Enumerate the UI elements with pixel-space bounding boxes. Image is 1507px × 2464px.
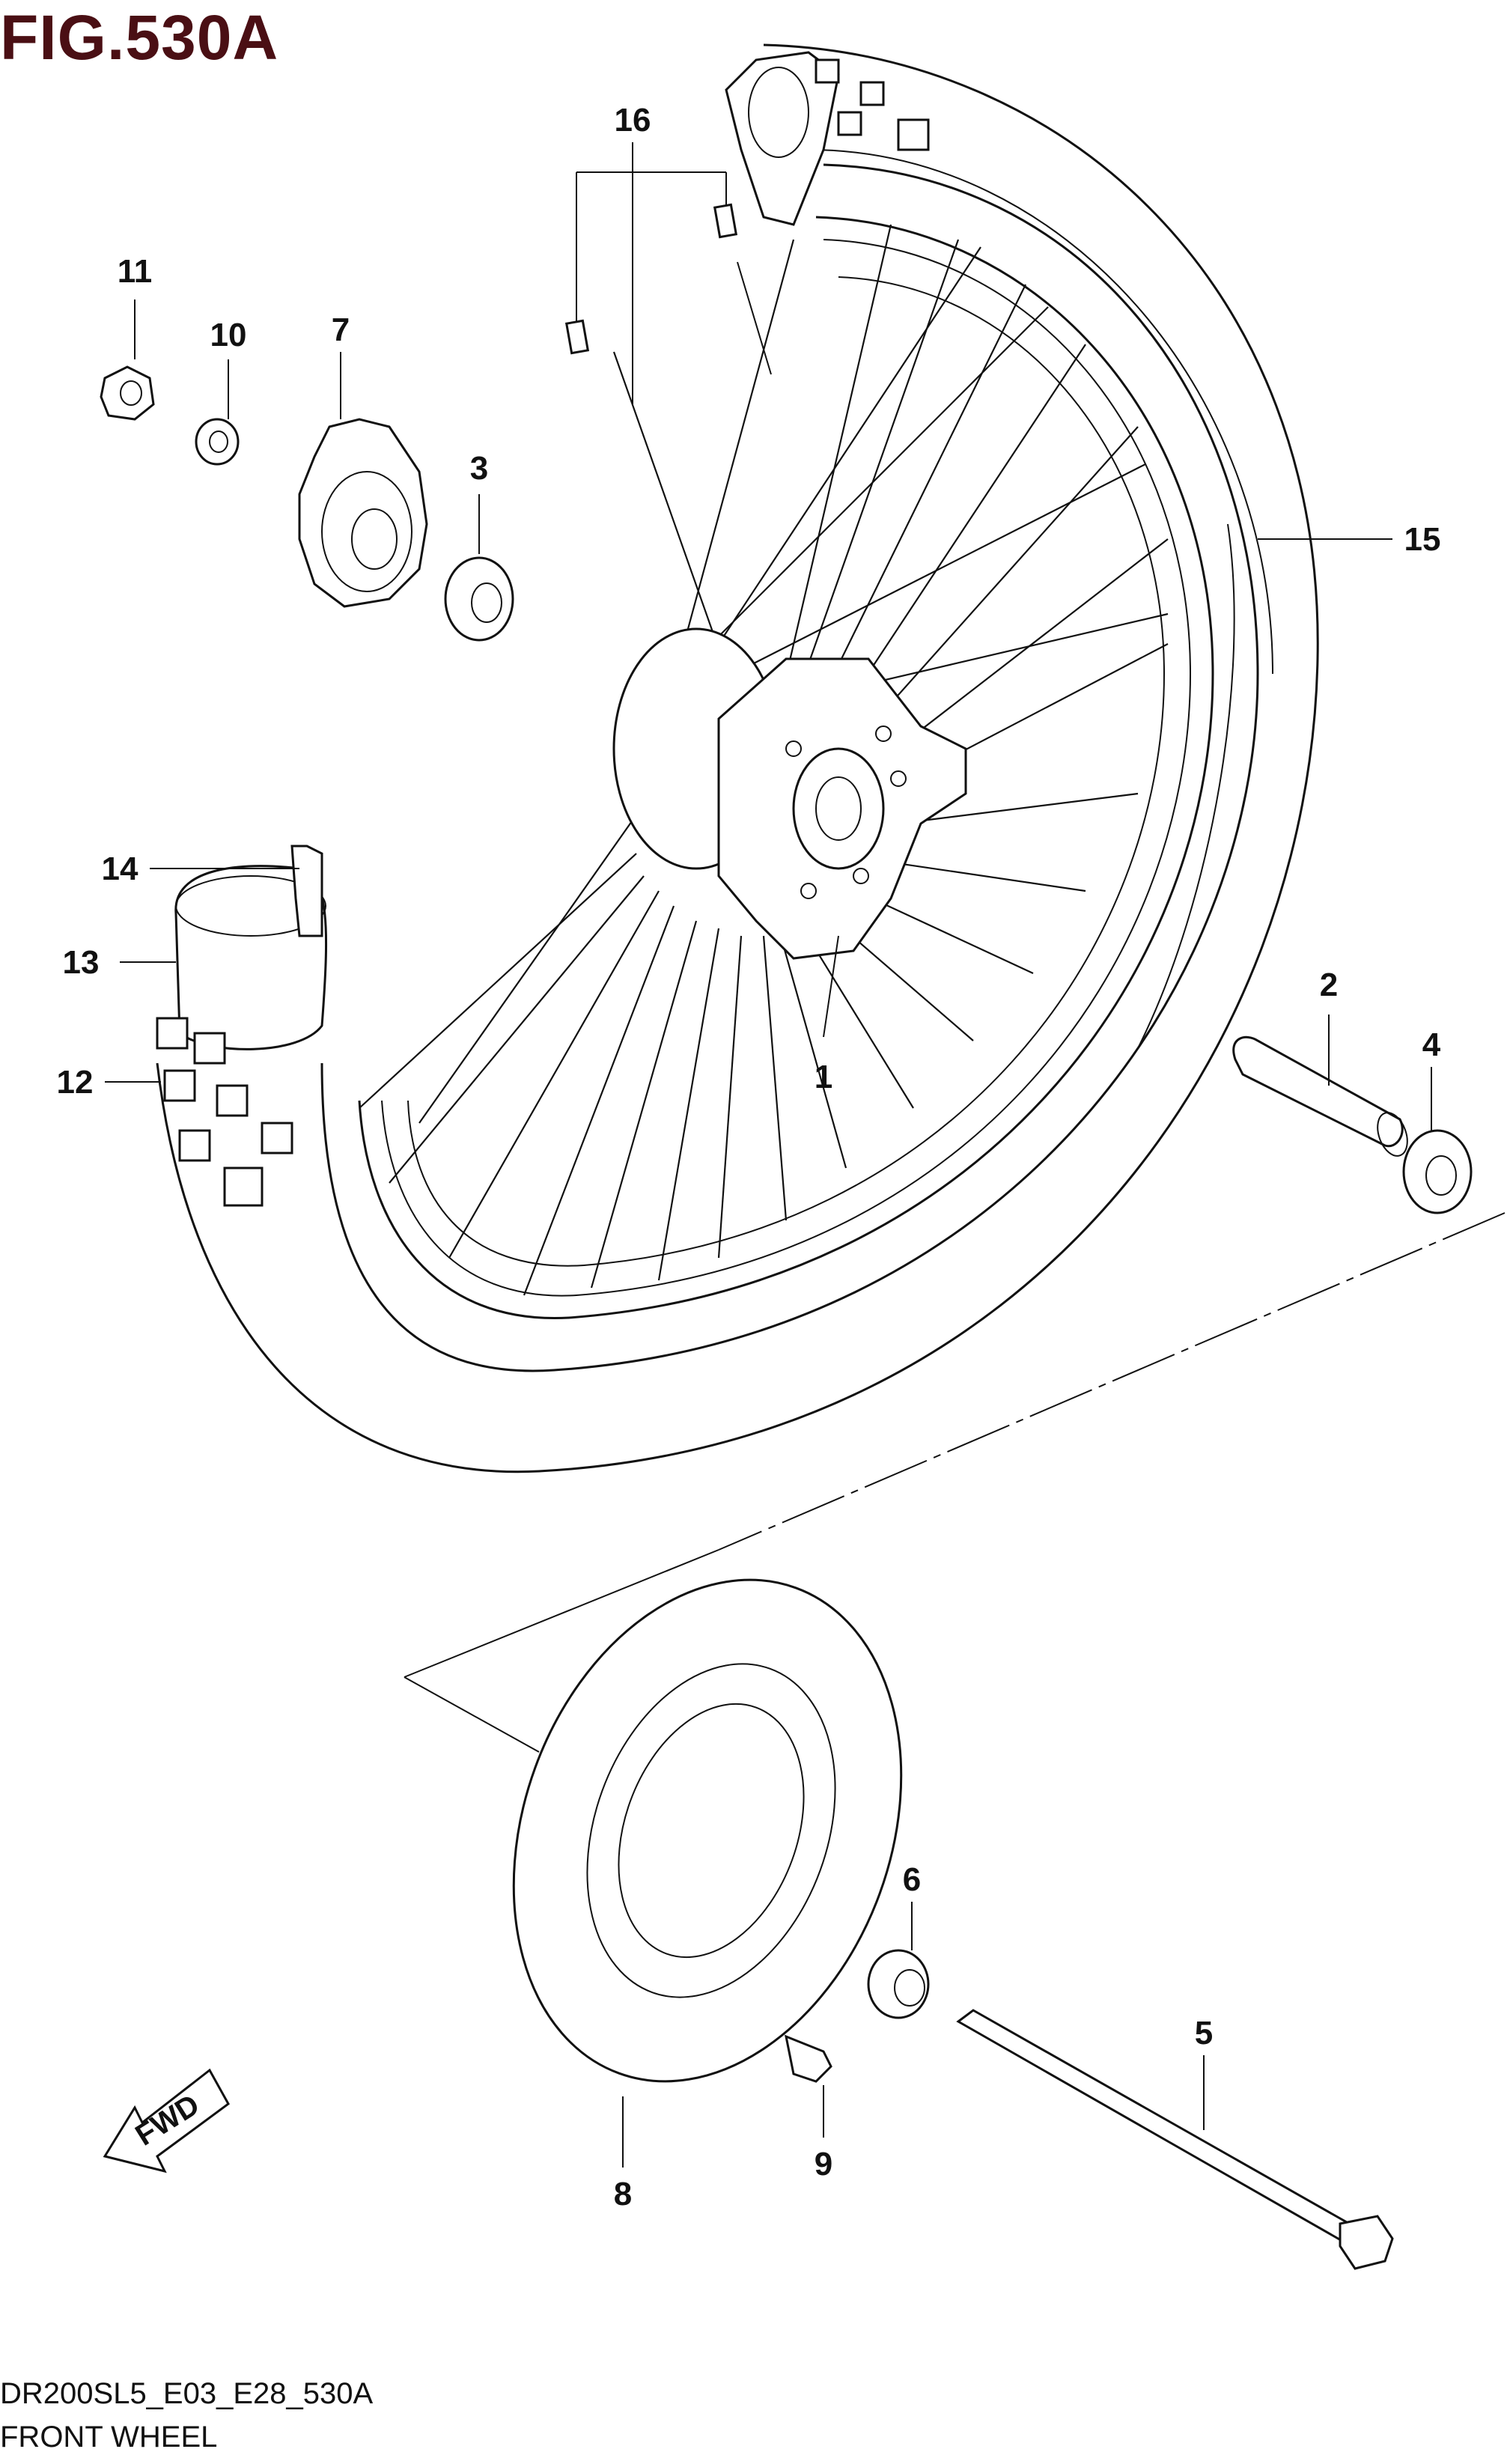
callout-14: 14 (102, 851, 138, 887)
callout-2: 2 (1320, 967, 1338, 1003)
callout-8: 8 (614, 2176, 632, 2212)
callout-13: 13 (63, 944, 100, 981)
disc-bolt (784, 2034, 832, 2083)
tire (156, 43, 1319, 1473)
tire-valve-area (725, 51, 930, 226)
callout-4: 4 (1422, 1026, 1441, 1063)
callout-6: 6 (903, 1861, 921, 1898)
spacer (1232, 1035, 1408, 1157)
figure-code: DR200SL5_E03_E28_530A (0, 2377, 374, 2410)
callout-11: 11 (118, 253, 153, 290)
axle-guide-line (404, 1212, 1506, 1753)
callout-12: 12 (57, 1064, 94, 1101)
figure-title: FIG.530A (0, 2, 279, 73)
leader-lines (105, 142, 1432, 2168)
spoke-nipple (564, 203, 772, 375)
callout-3: 3 (470, 450, 488, 487)
callout-9: 9 (815, 2146, 832, 2182)
callouts: 1 2 3 4 5 6 7 8 9 10 11 12 13 14 15 16 (57, 102, 1441, 2212)
callout-10: 10 (210, 317, 247, 353)
rim-lock-parts (156, 845, 328, 1207)
figure-name: FRONT WHEEL (0, 2421, 218, 2454)
front-axle (956, 2009, 1394, 2270)
bearing-left (444, 556, 514, 642)
brake-disc (512, 1578, 903, 2083)
callout-16: 16 (615, 102, 651, 139)
bearing-right (1402, 1129, 1473, 1214)
axle-nut (100, 365, 155, 421)
speedometer-gearbox (298, 418, 428, 608)
forward-direction-arrow: FWD (103, 2068, 230, 2174)
washer (195, 418, 240, 466)
callout-7: 7 (332, 311, 350, 348)
callout-15: 15 (1404, 521, 1441, 558)
callout-5: 5 (1195, 2015, 1213, 2051)
callout-1: 1 (815, 1059, 832, 1095)
rim (358, 216, 1214, 1320)
hub (612, 627, 967, 960)
collar (867, 1949, 930, 2019)
